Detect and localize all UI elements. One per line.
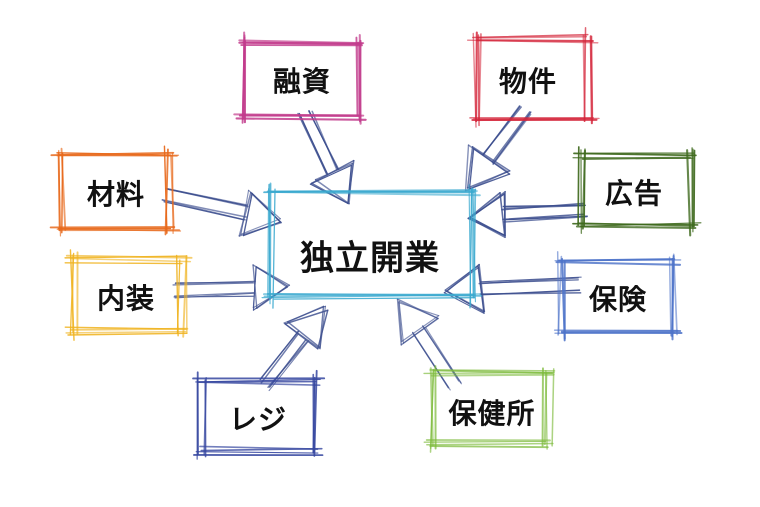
node-box-kokoku: [572, 146, 702, 237]
node-box-yushi: [233, 31, 367, 125]
node-label-naiso: 内装: [96, 282, 156, 315]
arrow-kokoku: [467, 190, 588, 239]
node-label-reji: レジ: [228, 403, 288, 436]
node-label-kokoku: 広告: [604, 177, 664, 210]
node-box-hoken: [553, 251, 683, 342]
node-label-yushi: 融資: [272, 65, 332, 98]
arrow-naiso: [172, 264, 291, 311]
arrow-bukken: [464, 105, 532, 192]
node-box-zairyo: [49, 145, 182, 237]
node-label-hokenjo: 保健所: [448, 397, 536, 430]
node-label-zairyo: 材料: [86, 178, 146, 211]
node-box-naiso: [64, 249, 193, 341]
arrow-hokenjo: [396, 298, 462, 391]
node-box-hokenjo: [423, 365, 556, 453]
arrow-reji: [259, 305, 329, 392]
node-box-bukken: [466, 26, 600, 128]
node-label-bukken: 物件: [498, 65, 558, 98]
center-box: [261, 182, 483, 309]
node-box-reji: [192, 369, 326, 460]
arrow-zairyo: [161, 187, 282, 237]
arrow-yushi: [297, 110, 355, 205]
boxes-group: [49, 26, 702, 460]
center-label: 独立開業: [300, 238, 440, 279]
node-label-hoken: 保険: [588, 283, 648, 316]
